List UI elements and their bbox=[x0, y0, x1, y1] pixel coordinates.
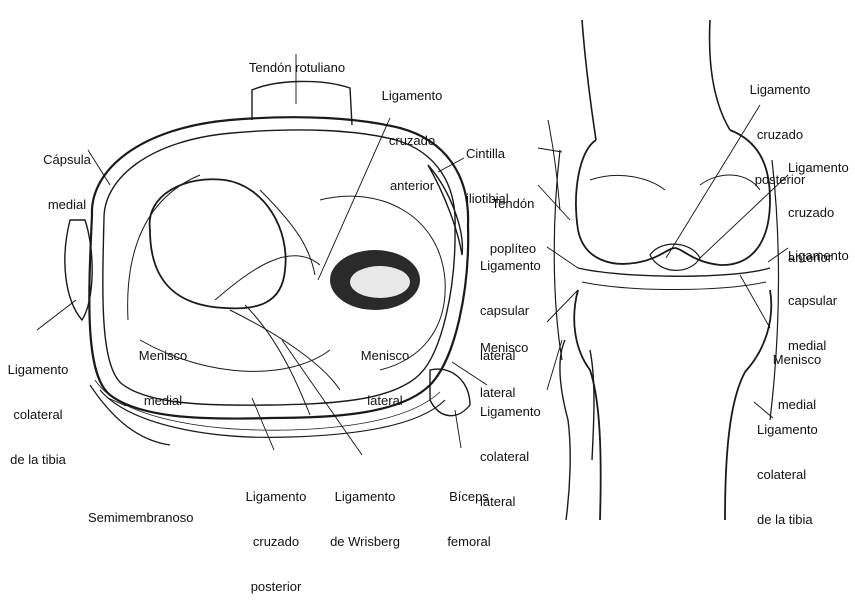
label-lig-cruzado-posterior-left: Ligamento cruzado posterior bbox=[236, 459, 316, 609]
label-tendon-rotuliano: Tendón rotuliano bbox=[235, 30, 359, 90]
label-lig-cruzado-anterior-left: Ligamento cruzado anterior bbox=[372, 58, 452, 208]
tibia bbox=[574, 290, 600, 520]
label-menisco-lateral-left: Menisco lateral bbox=[352, 318, 418, 423]
label-capsula-medial: Cápsula medial bbox=[34, 122, 100, 227]
label-lig-colateral-tibia-right: Ligamento colateral de la tibia bbox=[757, 392, 837, 542]
label-menisco-lateral-right: Menisco lateral bbox=[480, 310, 546, 415]
medial-condyle bbox=[150, 179, 286, 308]
label-semimembranoso: Semimembranoso bbox=[88, 480, 208, 540]
fibula bbox=[560, 340, 570, 520]
knee-anatomy-figure: Tendón rotuliano Ligamento cruzado anter… bbox=[0, 0, 855, 531]
label-lig-wrisberg: Ligamento de Wrisberg bbox=[322, 459, 408, 564]
label-lig-colateral-tibia-left: Ligamento colateral de la tibia bbox=[0, 332, 76, 482]
label-menisco-medial: Menisco medial bbox=[130, 318, 196, 423]
